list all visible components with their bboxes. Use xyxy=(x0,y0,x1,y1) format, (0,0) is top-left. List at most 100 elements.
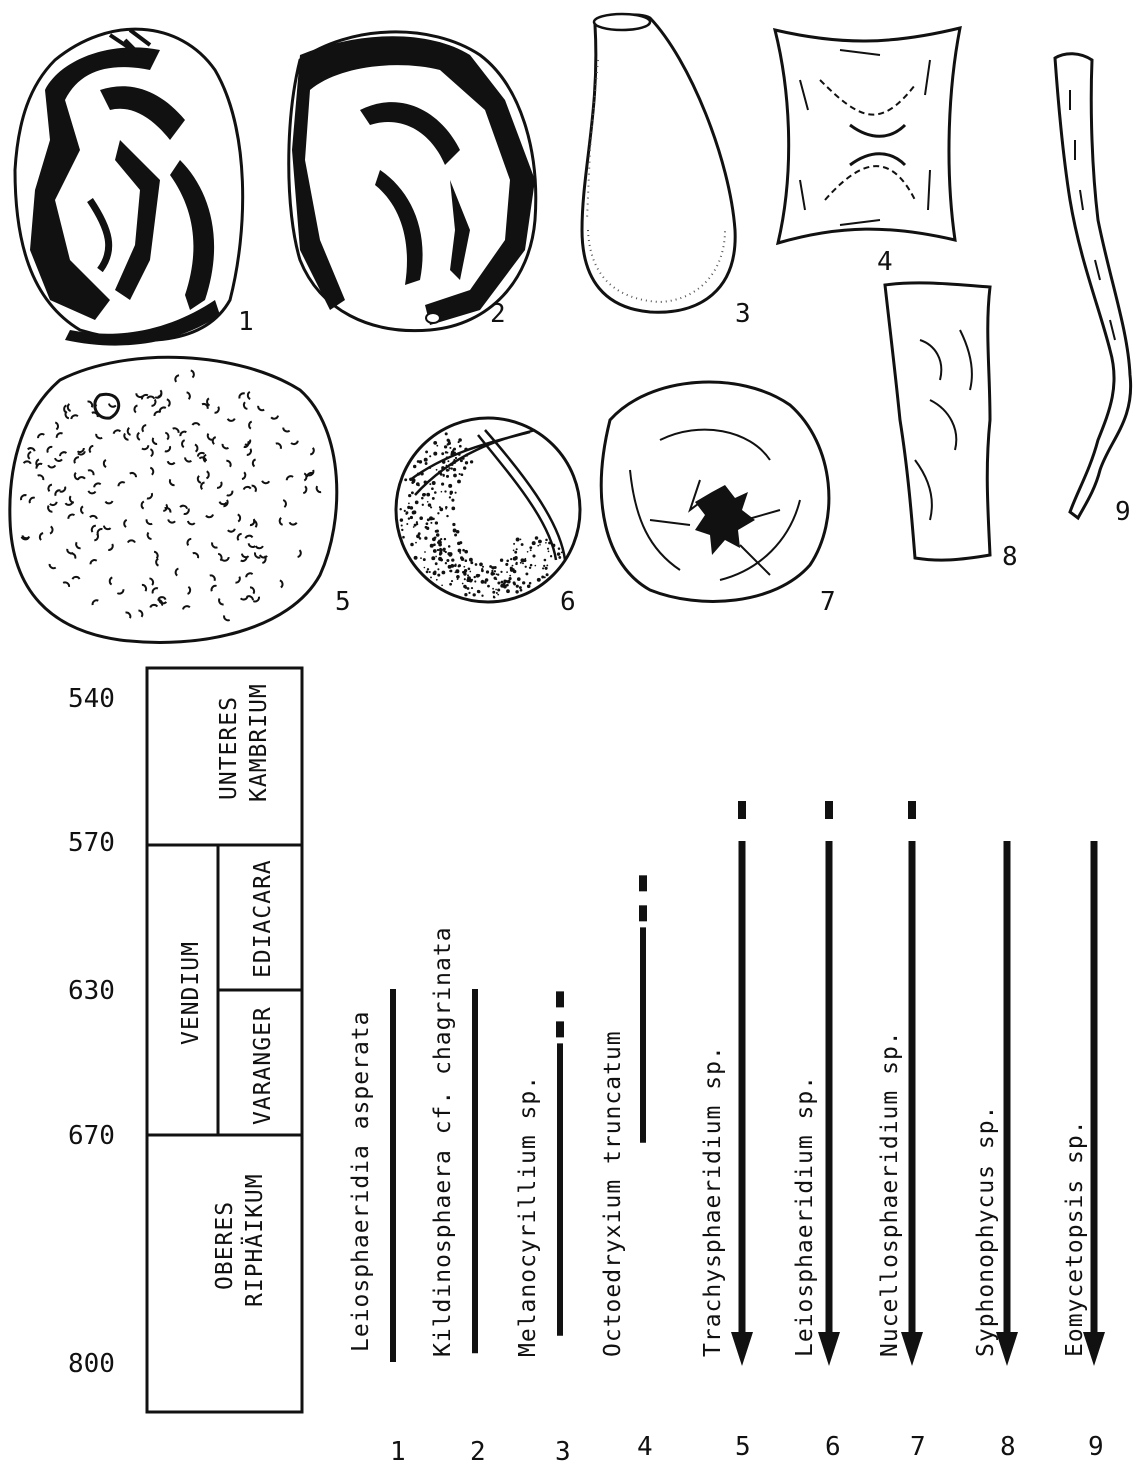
column-number-2: 2 xyxy=(470,1437,486,1467)
fossil-6-stipple-dot xyxy=(404,510,406,512)
column-number-7: 7 xyxy=(910,1432,926,1462)
fossil-6-stipple-dot xyxy=(513,557,517,561)
fossil-6-stipple-dot xyxy=(404,478,407,481)
fossil-6-stipple-dot xyxy=(436,579,438,581)
fossil-6-stipple-dot xyxy=(545,539,548,542)
fossil-6-stipple-dot xyxy=(440,541,442,543)
fossil-6-stipple-dot xyxy=(550,555,552,557)
fossil-6-stipple-dot xyxy=(527,585,531,589)
fossil-6-stipple-dot xyxy=(495,589,497,591)
fossil-6-stipple-dot xyxy=(459,445,462,448)
fossil-6-stipple-dot xyxy=(441,584,443,586)
taxon-8-name: Syphonophycus sp. xyxy=(973,1105,999,1357)
fossil-6-stipple-dot xyxy=(431,556,435,560)
fossil-6-stipple-dot xyxy=(448,553,452,557)
fossil-6-stipple-dot xyxy=(421,497,424,500)
fossil-6-stipple-dot xyxy=(467,574,469,576)
fossil-6-stipple-dot xyxy=(424,480,427,483)
fossil-6-stipple-dot xyxy=(510,569,513,572)
fossil-6-stipple-dot xyxy=(432,481,436,485)
fossil-6-label: 6 xyxy=(560,587,576,617)
fossil-6-stipple-dot xyxy=(411,491,414,494)
fossil-6-stipple-dot xyxy=(561,552,563,554)
fossil-6-stipple-dot xyxy=(458,441,460,443)
fossil-6-stipple-dot xyxy=(477,590,480,593)
fossil-6-stipple-dot xyxy=(410,516,413,519)
fossil-6-stipple-dot xyxy=(477,574,480,577)
fossil-6-stipple-dot xyxy=(446,465,448,467)
fossil-6-stipple-dot xyxy=(473,593,476,596)
varanger-label: VARANGER xyxy=(250,1006,276,1125)
fossil-6-stipple-dot xyxy=(547,548,549,550)
fossil-6-stipple-dot xyxy=(469,571,471,573)
fossil-6-stipple-dot xyxy=(461,473,464,476)
fossil-6-stipple-dot xyxy=(496,573,498,575)
fossil-6-stipple-dot xyxy=(457,480,461,484)
fossil-6-stipple-dot xyxy=(494,566,497,569)
fossil-6-stipple-dot xyxy=(494,570,496,572)
fossil-6-stipple-dot xyxy=(455,563,457,565)
fossil-6-stipple-dot xyxy=(525,566,527,568)
fossil-6-stipple-dot xyxy=(419,537,422,540)
fossil-6-stipple-dot xyxy=(529,546,532,549)
fossil-6-stipple-dot xyxy=(436,533,440,537)
fossil-6-stipple-dot xyxy=(435,521,438,524)
fossil-7-label: 7 xyxy=(820,587,836,617)
fossil-6-stipple-dot xyxy=(444,445,447,448)
fossil-6-stipple-dot xyxy=(438,557,442,561)
fossil-6-stipple-dot xyxy=(408,494,411,497)
fossil-6-stipple-dot xyxy=(425,462,428,465)
fossil-6-stipple-dot xyxy=(535,565,537,567)
fossil-6-stipple-dot xyxy=(504,580,508,584)
range-5-arrowhead xyxy=(731,1332,753,1366)
taxon-5-name: Trachysphaeridium sp. xyxy=(700,1045,726,1357)
fossil-6-stipple-dot xyxy=(401,529,403,531)
fossil-6-stipple-dot xyxy=(445,506,448,509)
fossil-6-stipple-dot xyxy=(437,549,439,551)
fossil-6-stipple-dot xyxy=(415,501,419,505)
column-number-1: 1 xyxy=(390,1437,406,1467)
column-number-6: 6 xyxy=(825,1432,841,1462)
fossil-6-stipple-dot xyxy=(432,464,434,466)
fossil-6-stipple-dot xyxy=(470,561,473,564)
fossil-6-stipple-dot xyxy=(437,568,439,570)
fossil-6-stipple-dot xyxy=(453,529,457,533)
fossil-6-stipple-dot xyxy=(464,571,467,574)
fossil-6-stipple-dot xyxy=(425,450,428,453)
fossil-6-stipple-dot xyxy=(436,445,438,447)
fossil-6-stipple-dot xyxy=(439,553,442,556)
fossil-6-stipple-dot xyxy=(496,592,498,594)
fossil-6-stipple-dot xyxy=(416,523,418,525)
taxon-labels: Leiosphaeridia asperata Kildinosphaera c… xyxy=(348,926,1088,1357)
fossil-6-stipple-dot xyxy=(406,523,408,525)
fossil-6-stipple-dot xyxy=(452,449,454,451)
fossil-6-stipple-dot xyxy=(537,545,539,547)
fossil-6-stipple-dot xyxy=(441,466,444,469)
fossil-6-stipple-dot xyxy=(507,580,511,584)
fossil-6-stipple-dot xyxy=(527,551,529,553)
fossil-6-stipple-dot xyxy=(422,504,424,506)
fossil-6-stipple-dot xyxy=(548,551,550,553)
age-label-800: 800 xyxy=(68,1349,115,1379)
fossil-6-stipple-dot xyxy=(512,565,514,567)
fossil-6-stipple-dot xyxy=(482,566,484,568)
fossil-6-stipple-dot xyxy=(413,465,416,468)
fossil-6-stipple-dot xyxy=(411,481,414,484)
fossil-6-stipple-dot xyxy=(433,441,437,445)
fossil-6-stipple-dot xyxy=(430,576,432,578)
fossil-6-stipple-dot xyxy=(514,551,517,554)
fossil-6-stipple-dot xyxy=(449,496,451,498)
ediacara-label: EDIACARA xyxy=(250,859,276,978)
fossil-4-drawing xyxy=(775,28,960,243)
fossil-6-stipple-dot xyxy=(456,575,460,579)
fossil-6-stipple-dot xyxy=(444,490,446,492)
fossil-6-stipple-dot xyxy=(452,565,454,567)
fossil-6-stipple-dot xyxy=(446,456,449,459)
fossil-6-stipple-dot xyxy=(433,452,437,456)
fossil-6-stipple-dot xyxy=(481,595,483,597)
fossil-6-stipple-dot xyxy=(462,549,465,552)
oberes-label: OBERES xyxy=(212,1201,238,1290)
fossil-6-stipple-dot xyxy=(553,545,555,547)
fossil-6-stipple-dot xyxy=(435,562,438,565)
